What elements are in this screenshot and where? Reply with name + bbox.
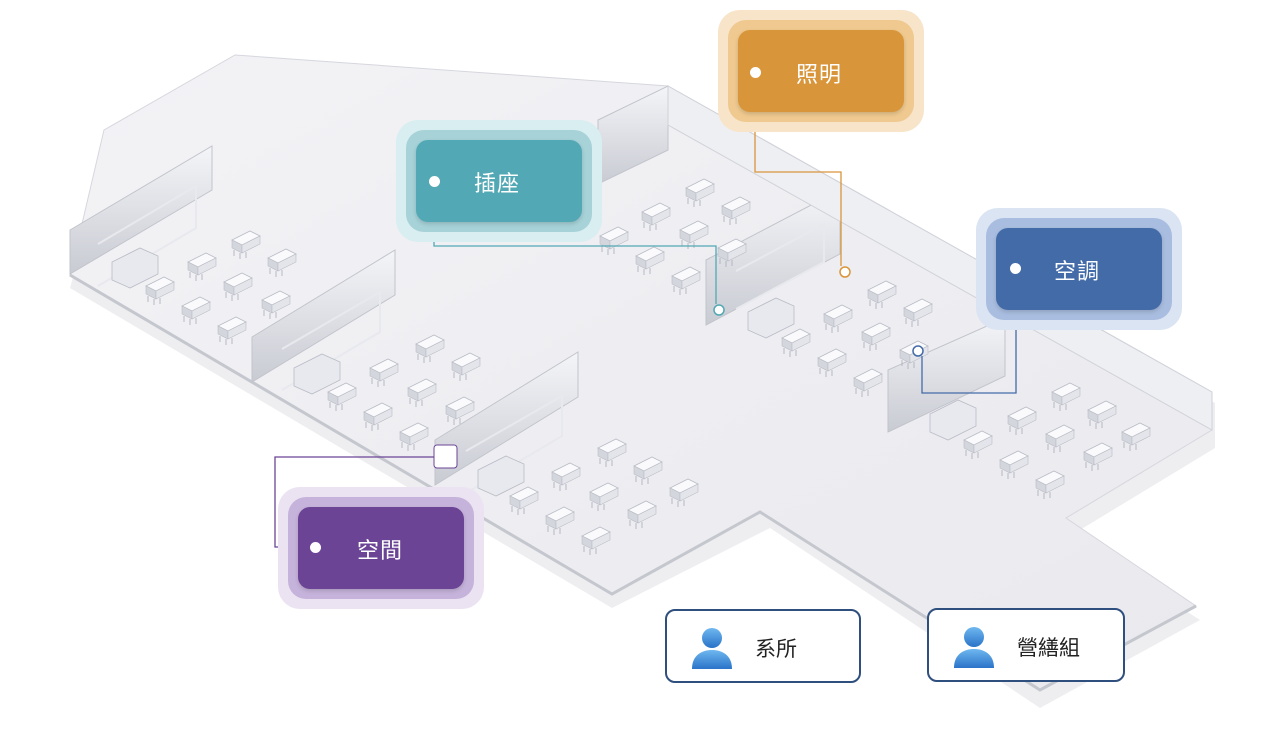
department-label: 系所 xyxy=(755,637,797,661)
aircon-marker xyxy=(912,345,924,357)
aircon-callout[interactable]: 空調 xyxy=(976,208,1182,330)
space-label: 空間 xyxy=(357,539,404,564)
bullet-icon xyxy=(750,67,761,78)
aircon-connector xyxy=(921,310,1017,394)
bullet-icon xyxy=(310,542,321,553)
bullet-icon xyxy=(1010,263,1021,274)
wall xyxy=(251,249,396,383)
department-role[interactable]: 系所 xyxy=(665,609,861,683)
lighting-callout[interactable]: 照明 xyxy=(718,10,924,132)
maintenance-label: 營繕組 xyxy=(1017,636,1080,660)
lighting-label: 照明 xyxy=(796,63,843,88)
outlet-label: 插座 xyxy=(474,172,521,197)
lighting-marker xyxy=(839,266,851,278)
outlet-callout[interactable]: 插座 xyxy=(396,120,602,242)
wall xyxy=(69,145,213,275)
space-marker xyxy=(433,444,458,469)
maintenance-role[interactable]: 營繕組 xyxy=(927,608,1125,682)
lighting-connector xyxy=(754,113,842,266)
wall xyxy=(434,351,579,486)
wall xyxy=(887,317,1006,433)
person-icon xyxy=(692,628,732,669)
wall xyxy=(705,189,841,326)
outlet-marker xyxy=(713,304,725,316)
space-callout[interactable]: 空間 xyxy=(278,487,484,609)
aircon-label: 空調 xyxy=(1054,260,1101,285)
person-icon xyxy=(954,627,994,668)
bullet-icon xyxy=(429,176,440,187)
